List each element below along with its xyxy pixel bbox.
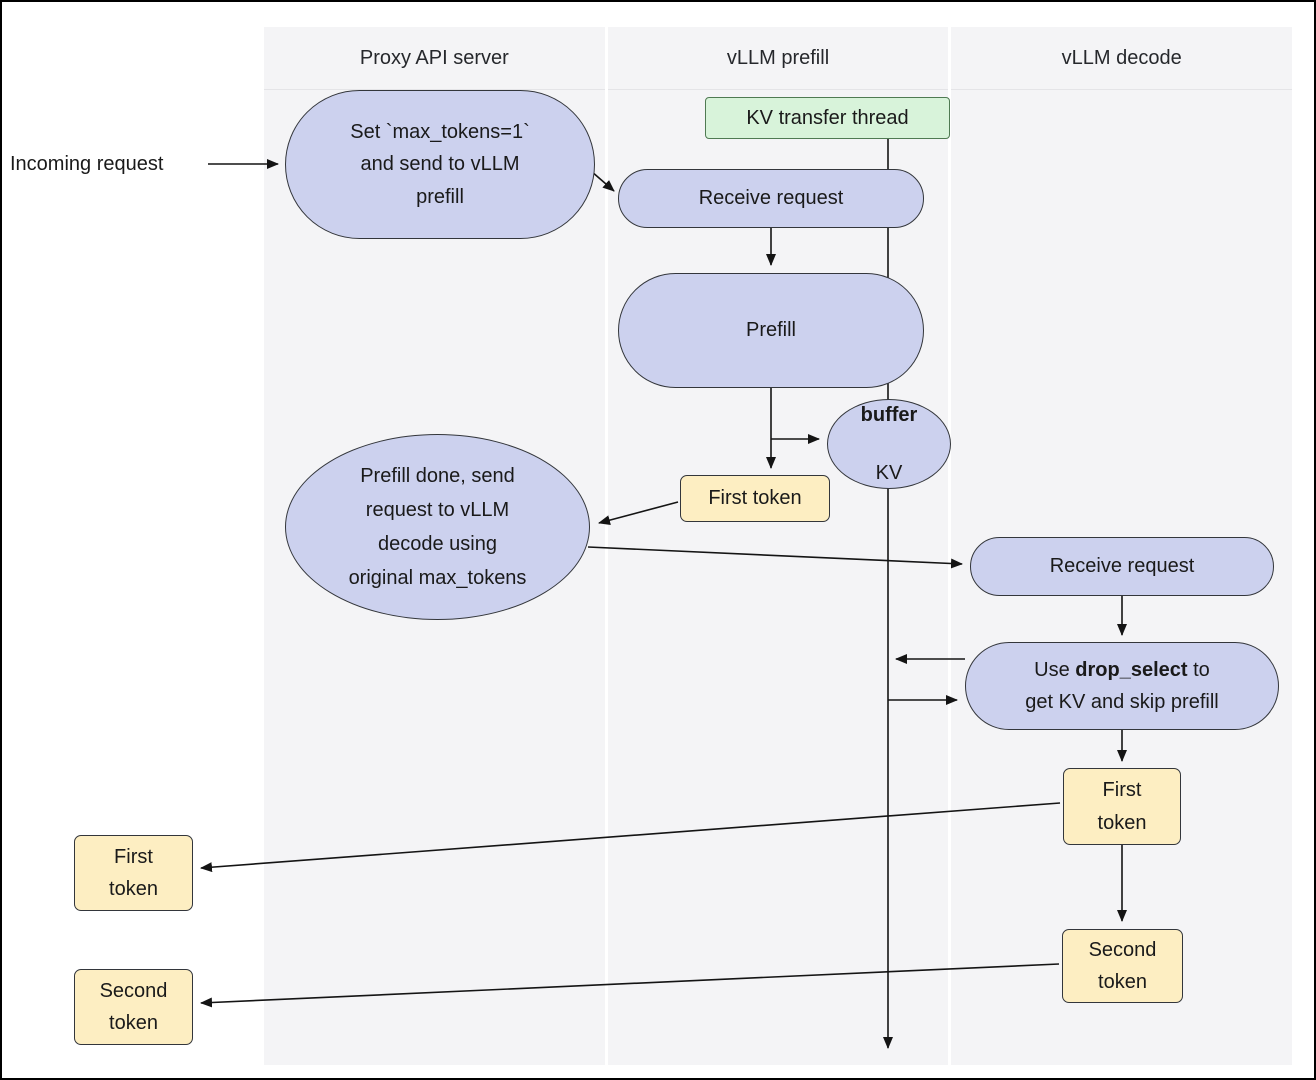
buffer-kv-node: buffer KV <box>827 399 951 489</box>
first-token-decode-node: First token <box>1063 768 1181 845</box>
second-token-output-node: Second token <box>74 969 193 1045</box>
prefill-node: Prefill <box>618 273 924 388</box>
set-max-tokens-node: Set `max_tokens=1` and send to vLLM pref… <box>285 90 595 239</box>
drop-select-node: Use drop_select to get KV and skip prefi… <box>965 642 1279 730</box>
first-token-prefill-node: First token <box>680 475 830 522</box>
first-token-output-node: First token <box>74 835 193 911</box>
receive-request-decode-node: Receive request <box>970 537 1274 596</box>
lane-header-prefill: vLLM prefill <box>607 27 949 90</box>
incoming-request-label: Incoming request <box>10 152 164 175</box>
receive-request-prefill-node: Receive request <box>618 169 924 228</box>
lane-header-decode: vLLM decode <box>951 27 1293 90</box>
kv-transfer-thread-node: KV transfer thread <box>705 97 950 139</box>
lane-header-proxy: Proxy API server <box>264 27 605 90</box>
prefill-done-node: Prefill done, send request to vLLM decod… <box>285 434 590 620</box>
second-token-decode-node: Second token <box>1062 929 1183 1003</box>
